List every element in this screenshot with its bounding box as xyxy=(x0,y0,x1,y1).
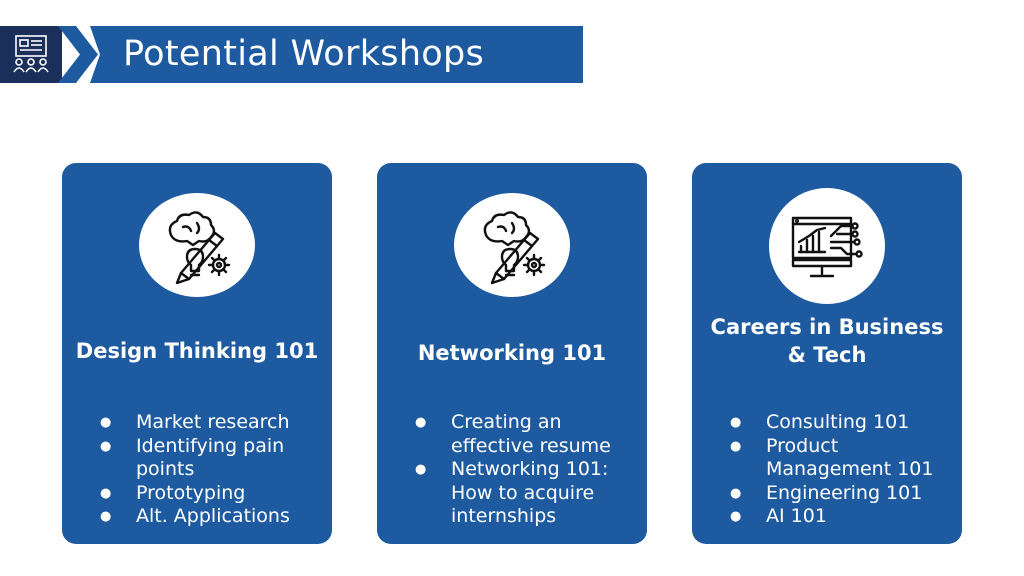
header-icon-box xyxy=(0,26,62,83)
brain-pencil-gear-icon xyxy=(483,211,546,285)
bullet-item: Identifying pain points xyxy=(100,435,320,482)
header-chevron xyxy=(58,26,98,83)
brain-pencil-gear-icon xyxy=(168,211,231,285)
icon-circle xyxy=(454,193,570,297)
bullet-list: Market research Identifying pain points … xyxy=(100,411,320,529)
card-title: Careers in Business & Tech xyxy=(710,315,944,367)
bullet-item: Consulting 101 xyxy=(730,411,950,435)
card-title: Networking 101 xyxy=(417,341,607,365)
bullet-list: Consulting 101 Product Management 101 En… xyxy=(730,411,950,529)
workshop-card-networking: Networking 101 Creating an effective res… xyxy=(377,163,647,544)
bullet-item: Networking 101: How to acquire internshi… xyxy=(415,458,635,529)
icon-circle xyxy=(139,193,255,297)
header-bar xyxy=(90,26,583,83)
bullet-item: Creating an effective resume xyxy=(415,411,635,458)
bullet-item: Prototyping xyxy=(100,482,320,506)
bullet-list: Creating an effective resume Networking … xyxy=(415,411,635,529)
presentation-audience-icon xyxy=(13,35,49,73)
card-title: Design Thinking 101 xyxy=(75,339,319,363)
bullet-item: Product Management 101 xyxy=(730,435,950,482)
monitor-chart-circuit-icon xyxy=(791,216,863,278)
bullet-item: Engineering 101 xyxy=(730,482,950,506)
bullet-item: AI 101 xyxy=(730,505,950,529)
workshop-card-design-thinking: Design Thinking 101 Market research Iden… xyxy=(62,163,332,544)
bullet-item: Market research xyxy=(100,411,320,435)
bullet-item: Alt. Applications xyxy=(100,505,320,529)
workshop-card-careers: Careers in Business & Tech Consulting 10… xyxy=(692,163,962,544)
icon-circle xyxy=(769,188,885,304)
page-title: Potential Workshops xyxy=(123,34,485,74)
